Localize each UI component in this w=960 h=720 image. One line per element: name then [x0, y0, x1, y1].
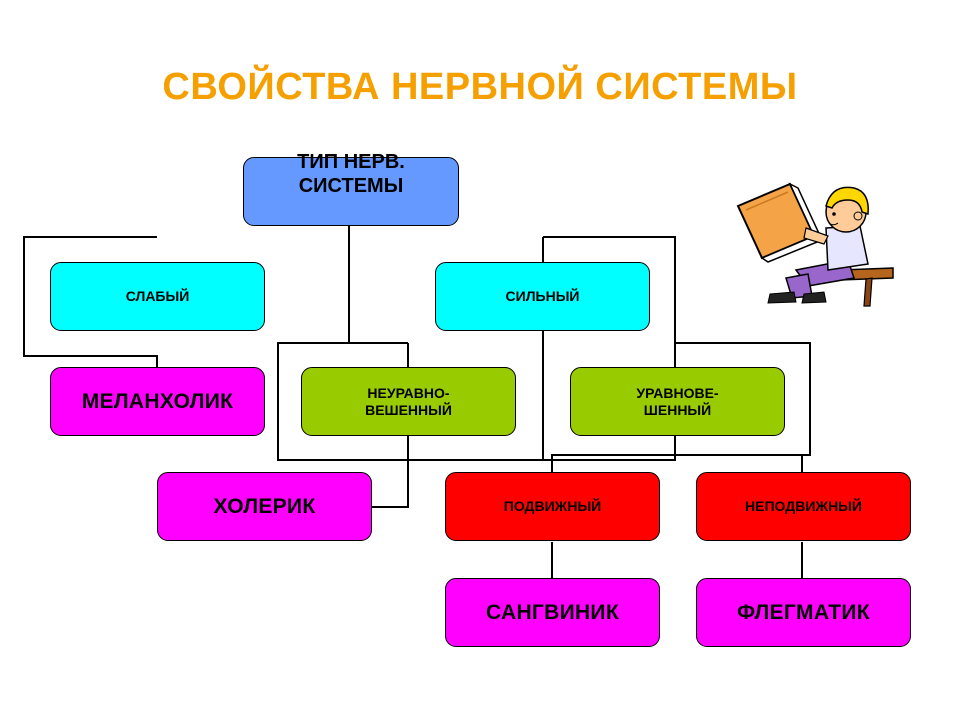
- node-unbalanced: НЕУРАВНО- ВЕШЕННЫЙ: [301, 367, 516, 436]
- node-sanguine: САНГВИНИК: [445, 578, 660, 647]
- node-phlegmatic: ФЛЕГМАТИК: [696, 578, 911, 647]
- node-mobile: ПОДВИЖНЫЙ: [445, 472, 660, 541]
- node-nervous-system-type: ТИП НЕРВ. СИСТЕМЫ: [243, 151, 459, 226]
- slide-title: СВОЙСТВА НЕРВНОЙ СИСТЕМЫ: [162, 66, 798, 108]
- mobility-bus: [551, 454, 803, 472]
- node-strong: СИЛЬНЫЙ: [435, 262, 650, 331]
- weak-bracket: [23, 236, 158, 369]
- child-reading-book-icon: [736, 182, 894, 307]
- balance-bracket: [277, 342, 543, 461]
- node-inert: НЕПОДВИЖНЫЙ: [696, 472, 911, 541]
- node-nervous-system-type-label: ТИП НЕРВ. СИСТЕМЫ: [297, 151, 405, 197]
- node-balanced: УРАВНОВЕ- ШЕННЫЙ: [570, 367, 785, 436]
- strong-bracket: [543, 236, 676, 461]
- node-weak: СЛАБЫЙ: [50, 262, 265, 331]
- node-choleric: ХОЛЕРИК: [157, 472, 372, 541]
- node-melancholic: МЕЛАНХОЛИК: [50, 367, 265, 436]
